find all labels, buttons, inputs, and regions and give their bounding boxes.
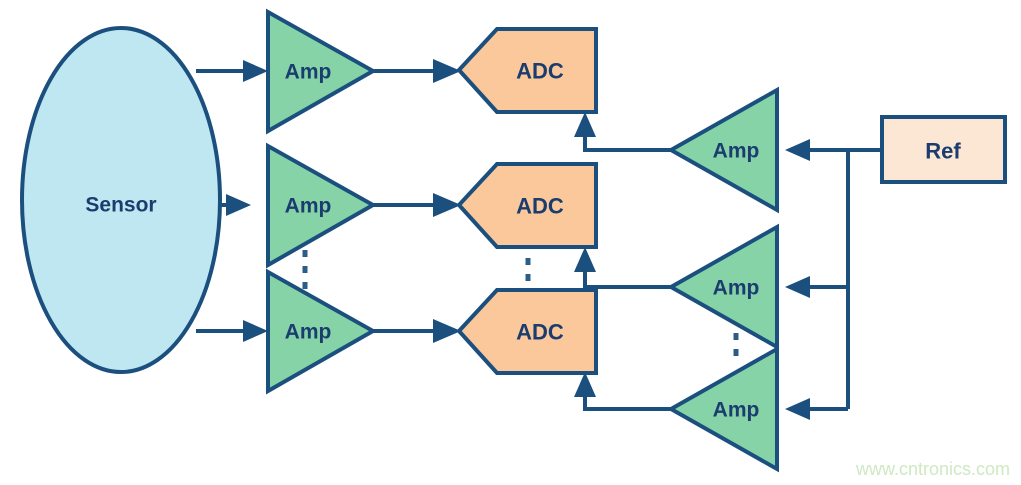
adc-pentagon [456,27,598,114]
input-amp-3-label: Amp [285,321,332,344]
adc-2[interactable]: ADC [456,162,598,249]
reference-block[interactable]: Ref [880,115,1007,184]
ref-amp-1[interactable]: Amp [666,86,779,214]
arrowhead-amp-3-input [243,320,268,342]
arrowhead-adc-2-ref [574,247,596,272]
input-amp-2-label: Amp [285,195,332,218]
ref-amp-1-label: Amp [713,140,760,163]
ref-amp-2[interactable]: Amp [666,223,779,351]
arrowhead-amp-1-input [243,60,268,82]
arrowhead-refamp-2-input [785,276,810,298]
ref-amp-3-label: Amp [713,399,760,422]
arrowhead-refamp-3-input [785,398,810,420]
adc-2-label: ADC [516,194,564,219]
amp-triangle [266,142,378,269]
amp-triangle [266,268,378,395]
arrowhead-adc-1-ref [574,112,596,137]
input-amp-2[interactable]: Amp [266,142,378,269]
ref-distribution-wires [785,139,882,420]
wire-refamp-2-to-adc-2 [583,272,671,289]
arrowhead-adc-2-input [433,193,461,217]
input-amp-1[interactable]: Amp [266,8,378,135]
amp-triangle [266,8,378,135]
arrowhead-amp-2-input [226,194,251,216]
ref-amp-3[interactable]: Amp [666,345,779,473]
wire-refamp-3-to-adc-3 [583,397,671,411]
arrowhead-adc-3-input [433,319,461,343]
amp-triangle [666,86,779,214]
amp-to-adc-wires [373,59,461,343]
arrowhead-adc-3-ref [574,372,596,397]
ref-rect [880,115,1007,184]
sensor-block[interactable]: Sensor [20,26,222,374]
adc-3[interactable]: ADC [456,288,598,375]
sensor-to-amp-wires [196,60,268,342]
ref-label: Ref [925,139,961,164]
input-amp-3[interactable]: Amp [266,268,378,395]
watermark-text: www.cntronics.com [855,459,1010,479]
wire-refamp-1-to-adc-1 [583,137,671,152]
refamp-to-adc-wires [574,112,671,411]
adc-pentagon [456,162,598,249]
arrowhead-adc-1-input [433,59,461,83]
arrowhead-refamp-1-input [785,139,810,161]
ref-amp-2-label: Amp [713,277,760,300]
adc-3-label: ADC [516,320,564,345]
amp-triangle [666,345,779,473]
adc-pentagon [456,288,598,375]
sensor-ellipse [20,26,222,374]
input-amp-1-label: Amp [285,61,332,84]
amp-triangle [666,223,779,351]
adc-1[interactable]: ADC [456,27,598,114]
adc-1-label: ADC [516,59,564,84]
sensor-label: Sensor [85,194,156,217]
